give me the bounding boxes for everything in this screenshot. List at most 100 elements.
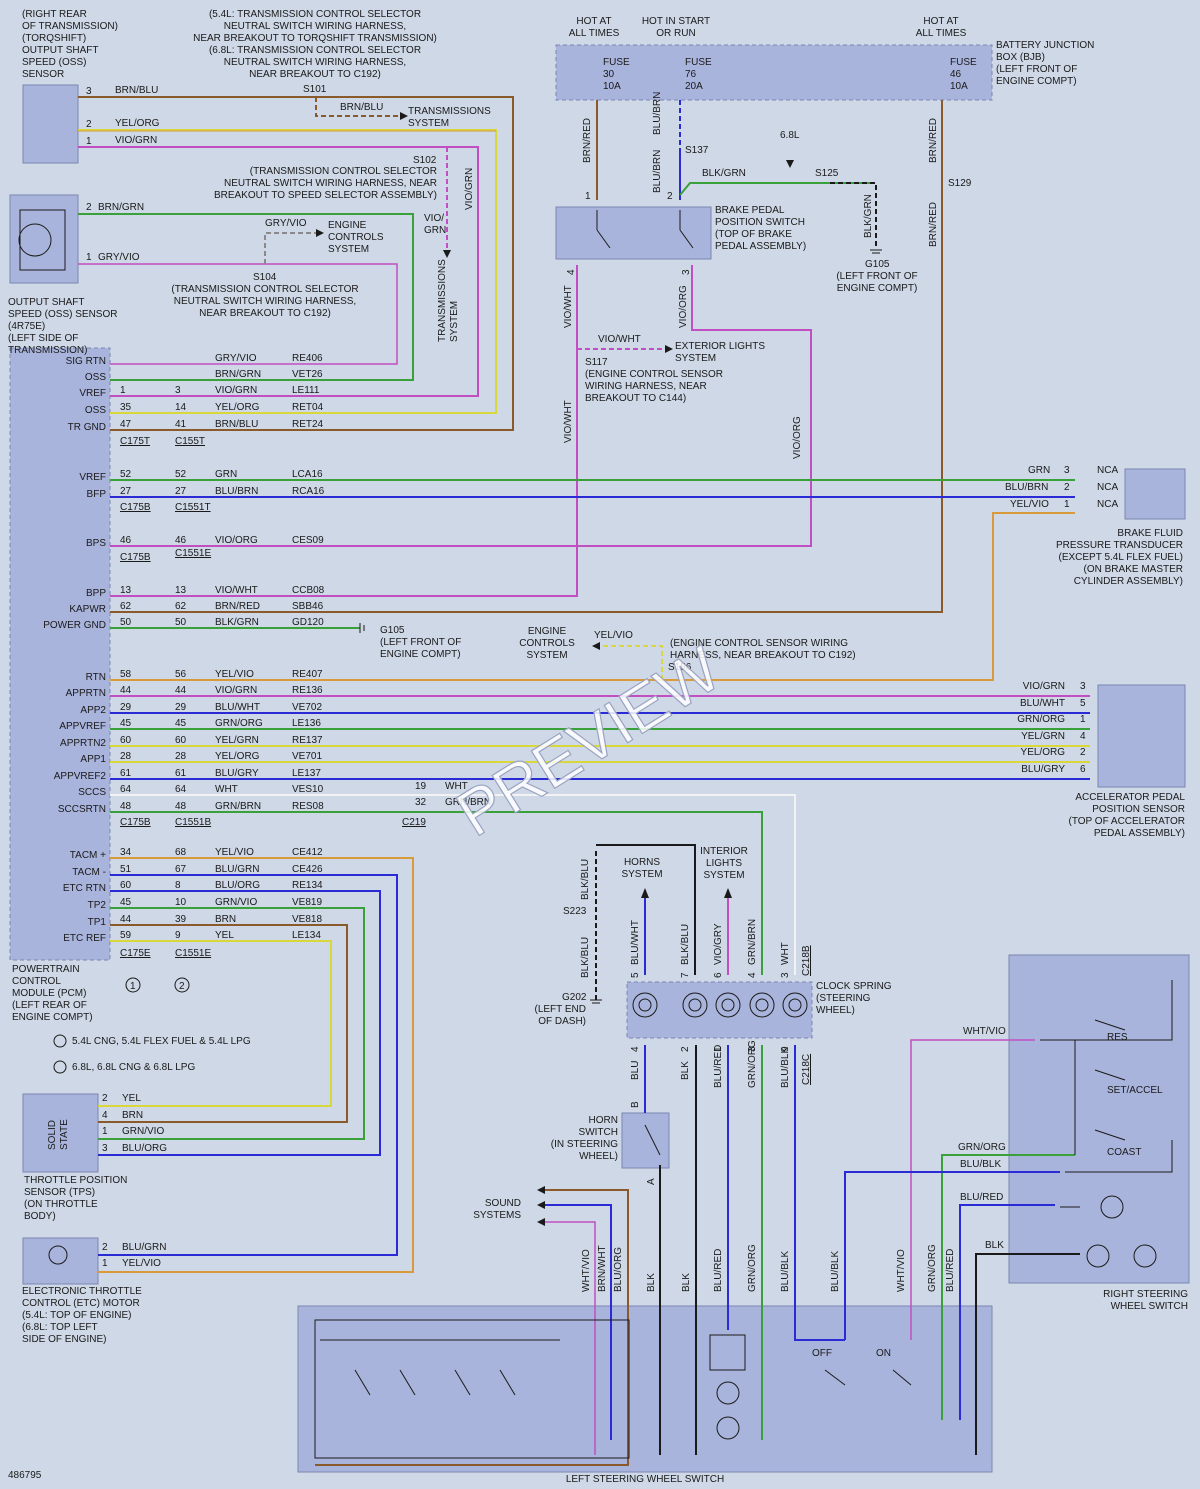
pcm-pin-b: 39 xyxy=(175,914,187,925)
pcm-pin-b: 10 xyxy=(175,897,187,908)
wire-brn-tp1 xyxy=(98,924,348,1123)
legend-circle-2 xyxy=(53,1060,67,1074)
pcm-pin-b: 62 xyxy=(175,601,187,612)
wl-viogrn: VIO/GRN xyxy=(115,135,157,146)
wl-trans2: TRANSMISSIONSSYSTEM xyxy=(437,259,460,342)
wl-grnorg: GRN/ORG xyxy=(958,1142,1006,1153)
pcm-pin-b: 48 xyxy=(175,801,187,812)
wl-blubrn3: BLU/BRN xyxy=(1005,482,1048,493)
wl-a-blugry: BLU/GRY xyxy=(1021,764,1065,775)
pcm-wire-color: GRN/ORG xyxy=(215,718,263,729)
wl-blk: BLK xyxy=(985,1240,1004,1251)
wire-vio-grn xyxy=(78,146,479,397)
wl-cl-blu: BLU xyxy=(630,1061,641,1080)
pcm-circuit: CCB08 xyxy=(292,585,325,596)
wl-a-bluwht: BLU/WHT xyxy=(1020,698,1065,709)
pcm-circuit: VE819 xyxy=(292,897,322,908)
pcm-wire-color: BLU/ORG xyxy=(215,880,260,891)
wl-bp1: 1 xyxy=(585,191,591,202)
pcm-pin-name: BPP xyxy=(86,588,106,599)
horn-switch-box xyxy=(621,1112,670,1169)
oss-sensor-rear-box xyxy=(22,84,79,164)
conn-c219: C219 xyxy=(402,817,426,828)
pcm-circuit: RE407 xyxy=(292,669,323,680)
pcm-circuit: RE406 xyxy=(292,353,323,364)
wl-e1: 1 xyxy=(102,1258,108,1269)
pcm-circuit: LE136 xyxy=(292,718,321,729)
pcm-pin-b: 14 xyxy=(175,402,187,413)
pcm-pin-b: 9 xyxy=(175,930,181,941)
wl-c-grnbrn: GRN/BRN xyxy=(445,797,491,808)
wl-viowht3: VIO/WHT xyxy=(563,400,574,443)
pcm-wire-color: BRN/GRN xyxy=(215,369,261,380)
pcm-pin-name: POWER GND xyxy=(43,620,106,631)
pcm-wire-color: WHT xyxy=(215,784,238,795)
wl-f1: 3 xyxy=(1064,465,1070,476)
pcm-circuit: RE136 xyxy=(292,685,323,696)
ground-g105b: G105 xyxy=(380,625,405,636)
conn-c175b-3: C175B xyxy=(120,817,151,828)
wire-yel-etcref xyxy=(98,940,332,1107)
wl-nca-3: NCA xyxy=(1097,499,1118,510)
wl-yelvio2: YEL/VIO xyxy=(1010,499,1049,510)
pcm-box xyxy=(9,347,111,961)
wl-cs-blkblu: BLK/BLU xyxy=(680,924,691,965)
wl-l-blk2: BLK xyxy=(681,1273,692,1292)
wire-grn-vio-tp2 xyxy=(98,907,365,1140)
pcm-pin-b: 50 xyxy=(175,617,187,628)
pcm-wire-color: YEL/VIO xyxy=(215,847,254,858)
wl-bp3: 3 xyxy=(681,269,692,275)
pcm-pin-name: TR GND xyxy=(68,422,106,433)
wl-l-grnorg2: GRN/ORG xyxy=(927,1244,938,1292)
note-circle-1 xyxy=(125,977,141,993)
pcm-wire-color: GRN/BRN xyxy=(215,801,261,812)
wl-c32: 32 xyxy=(415,797,427,808)
pcm-circuit: GD120 xyxy=(292,617,324,628)
wl-brngrn: BRN/GRN xyxy=(98,202,144,213)
pcm-circuit: VE702 xyxy=(292,702,322,713)
splice-s137: S137 xyxy=(685,145,709,156)
wl-yelorg: YEL/ORG xyxy=(115,118,160,129)
wl-l-blured2: BLU/RED xyxy=(945,1249,956,1292)
wire-brn-blu-trans xyxy=(315,97,400,117)
wl-e-blugrn: BLU/GRN xyxy=(122,1242,166,1253)
pcm-wire-color: YEL xyxy=(215,930,234,941)
wl-t-grnvio: GRN/VIO xyxy=(122,1126,164,1137)
left-steering-switch-box xyxy=(297,1305,993,1473)
coast-label: COAST xyxy=(1107,1147,1141,1158)
pcm-pin-a: 45 xyxy=(120,897,132,908)
wl-cl-blured: BLU/RED xyxy=(713,1045,724,1088)
wl-e2: 2 xyxy=(102,1242,108,1253)
off-label: OFF xyxy=(812,1348,832,1359)
right-steering-switch-box xyxy=(1008,954,1190,1284)
wl-l-brnwht: BRN/WHT xyxy=(597,1245,608,1292)
pcm-pin-name: APP2 xyxy=(80,705,106,716)
note-circle-2 xyxy=(174,977,190,993)
wl-t-brn: BRN xyxy=(122,1110,143,1121)
pcm-pin-name: TP1 xyxy=(88,917,107,928)
wl-cl3: 3 xyxy=(747,1046,758,1052)
wl-l-whtvio2: WHT/VIO xyxy=(896,1249,907,1292)
wl-cs-wht: WHT xyxy=(780,942,791,965)
ground-g202: G202 xyxy=(562,992,587,1003)
pcm-pin-b: 41 xyxy=(175,419,187,430)
pcm-pin-a: 61 xyxy=(120,768,132,779)
lsws-name: LEFT STEERING WHEEL SWITCH xyxy=(566,1474,724,1485)
pcm-wire-color: BLU/BRN xyxy=(215,486,258,497)
doc-number: 486795 xyxy=(8,1470,42,1481)
wire-yel-vio xyxy=(110,512,1075,681)
wl-t2: 2 xyxy=(102,1093,108,1104)
wl-brnblu1: BRN/BLU xyxy=(115,85,158,96)
wl-gryvio2: GRY/VIO xyxy=(265,218,307,229)
wl-cs5: 5 xyxy=(630,972,641,978)
brake-pedal-switch-box xyxy=(555,206,712,260)
wl-whtvio: WHT/VIO xyxy=(963,1026,1006,1037)
wl-gryvio1: GRY/VIO xyxy=(98,252,140,263)
tps-box xyxy=(22,1093,99,1173)
